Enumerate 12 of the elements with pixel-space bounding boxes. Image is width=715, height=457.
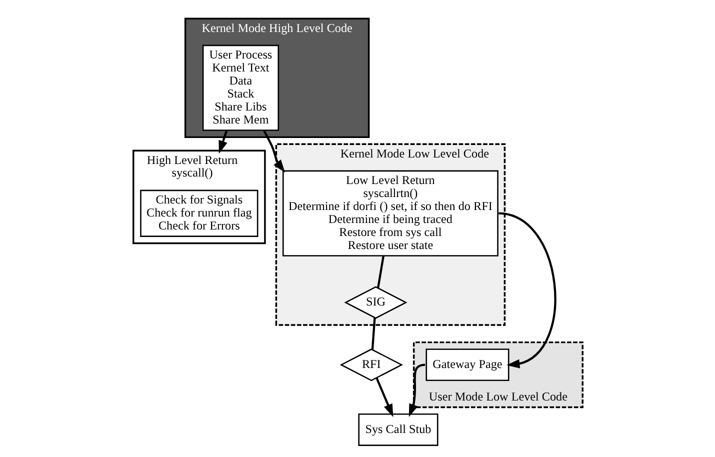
node-box: Sys Call Stub: [358, 414, 438, 446]
node-box: Check for Signals Check for runrun flag Check for Errors: [140, 190, 258, 237]
node-box: User Process Kernel Text Data Stack Share Libs Share Mem: [202, 44, 279, 131]
node-box: Low Level Return syscallrtn() Determine if dorfi () set, if so then do RFI Determine if being traced Restore from sys call Restore user state: [282, 170, 498, 256]
arrow: [218, 130, 228, 154]
node-diamond: SIG: [344, 286, 407, 319]
node-box: Gateway Page: [425, 348, 509, 382]
node-diamond: RFI: [339, 348, 402, 382]
arrow: [262, 130, 285, 173]
arrow: [498, 212, 556, 368]
connector: [376, 256, 384, 288]
arrow: [375, 377, 393, 418]
